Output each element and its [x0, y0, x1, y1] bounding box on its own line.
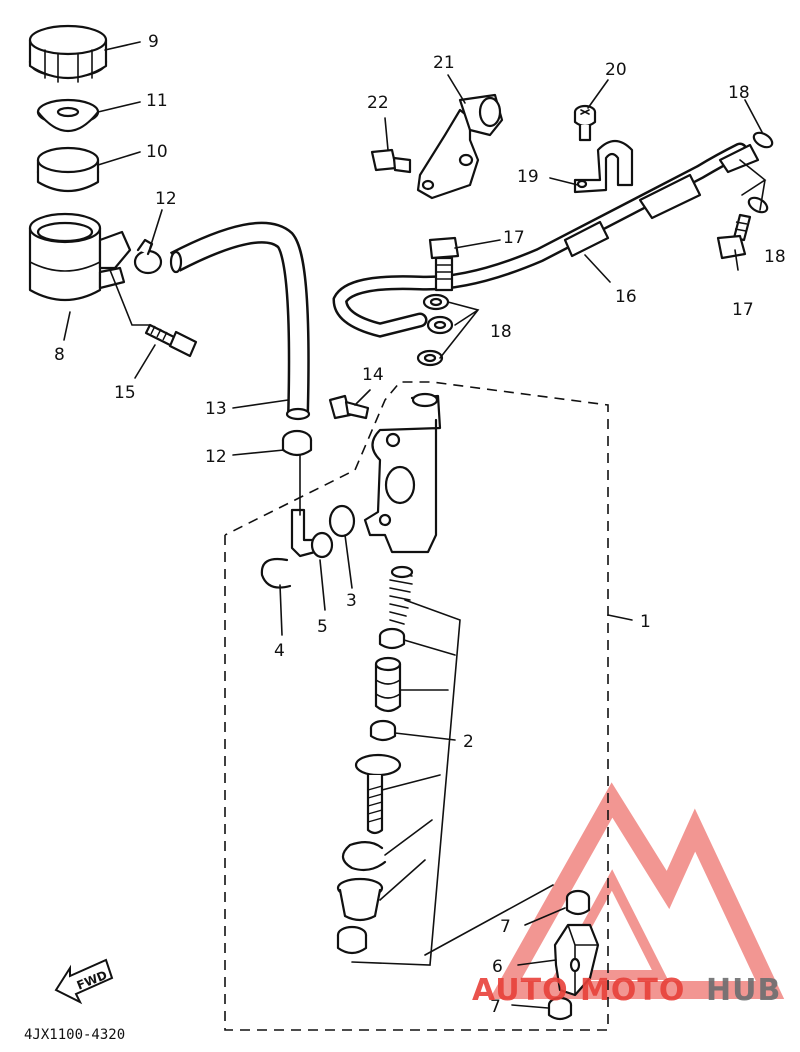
callout-12-lower: 12: [205, 447, 227, 467]
union-bolt-left: [428, 236, 460, 292]
union-bolt-right: [716, 213, 752, 260]
reservoir-tank: [28, 212, 132, 301]
circlip-push-rod: [341, 841, 387, 872]
callout-18-top: 18: [728, 83, 750, 103]
forward-direction-arrow: FWD: [54, 958, 114, 1005]
callout-6: 6: [492, 957, 503, 977]
callout-13: 13: [205, 399, 227, 419]
push-rod: [354, 753, 402, 835]
dust-boot: [336, 877, 384, 922]
bracket-bolt: [370, 148, 412, 174]
watermark-auto: AUTO: [472, 973, 569, 1008]
watermark-text: AUTO MOTO HUB: [472, 973, 781, 1008]
copper-washer-center-upper: [422, 293, 450, 311]
copper-washer-center-lower: [416, 349, 444, 367]
clevis: [553, 923, 600, 997]
callout-17-right: 17: [732, 300, 754, 320]
callout-3: 3: [346, 591, 357, 611]
assembly-boundary: [224, 381, 609, 1031]
callout-9: 9: [148, 32, 159, 52]
lock-nut-lower: [547, 996, 573, 1021]
callout-7-upper: 7: [500, 917, 511, 937]
callout-14: 14: [362, 365, 384, 385]
master-cylinder-body: [363, 392, 442, 554]
callout-18-right: 18: [764, 247, 786, 267]
leader-lines: [63, 41, 767, 1009]
return-spring: [389, 565, 414, 625]
callout-21: 21: [433, 53, 455, 73]
callout-16: 16: [615, 287, 637, 307]
callout-labels: 1 2 3 4 5 6 7 7 8 9 10 11 12 12 13 14 15…: [54, 32, 786, 1017]
watermark-hub: HUB: [706, 973, 781, 1008]
callout-2: 2: [463, 732, 474, 752]
lock-nut-rod: [336, 925, 368, 955]
brake-hose: [332, 142, 760, 338]
clamp-screw: [573, 104, 597, 142]
copper-washer-right: [747, 196, 769, 214]
callout-19: 19: [517, 167, 539, 187]
hose-joint: [290, 508, 334, 559]
watermark-moto: MOTO: [580, 973, 685, 1008]
secondary-cup: [369, 719, 397, 742]
callout-8: 8: [54, 345, 65, 365]
diaphragm-plate: [36, 146, 100, 192]
callout-10: 10: [146, 142, 168, 162]
callout-11: 11: [146, 91, 168, 111]
callout-15: 15: [114, 383, 136, 403]
hose-bracket: [416, 93, 504, 200]
reservoir-cap: [28, 24, 108, 83]
circlip-joint: [260, 557, 292, 589]
piston: [374, 656, 402, 713]
callout-12-upper: 12: [155, 189, 177, 209]
copper-washer-top: [752, 131, 774, 149]
callout-5: 5: [317, 617, 328, 637]
mounting-bolt: [328, 394, 370, 420]
callout-18-center: 18: [490, 322, 512, 342]
callout-20: 20: [605, 60, 627, 80]
hose-clamp-upper: [133, 238, 163, 275]
callout-1: 1: [640, 612, 651, 632]
drawing-code: 4JX1100-4320: [24, 1027, 125, 1043]
hose-clamp-lower: [281, 429, 313, 457]
o-ring: [328, 504, 356, 538]
lock-nut-upper: [565, 889, 591, 916]
reservoir-bolt: [144, 323, 198, 358]
callout-7-lower: 7: [490, 997, 501, 1017]
diaphragm: [36, 98, 100, 133]
callout-22: 22: [367, 93, 389, 113]
reservoir-hose: [169, 221, 311, 421]
hose-clamp-bracket: [573, 139, 634, 194]
primary-cup: [378, 627, 406, 650]
callout-17-left: 17: [503, 228, 525, 248]
callout-4: 4: [274, 641, 285, 661]
